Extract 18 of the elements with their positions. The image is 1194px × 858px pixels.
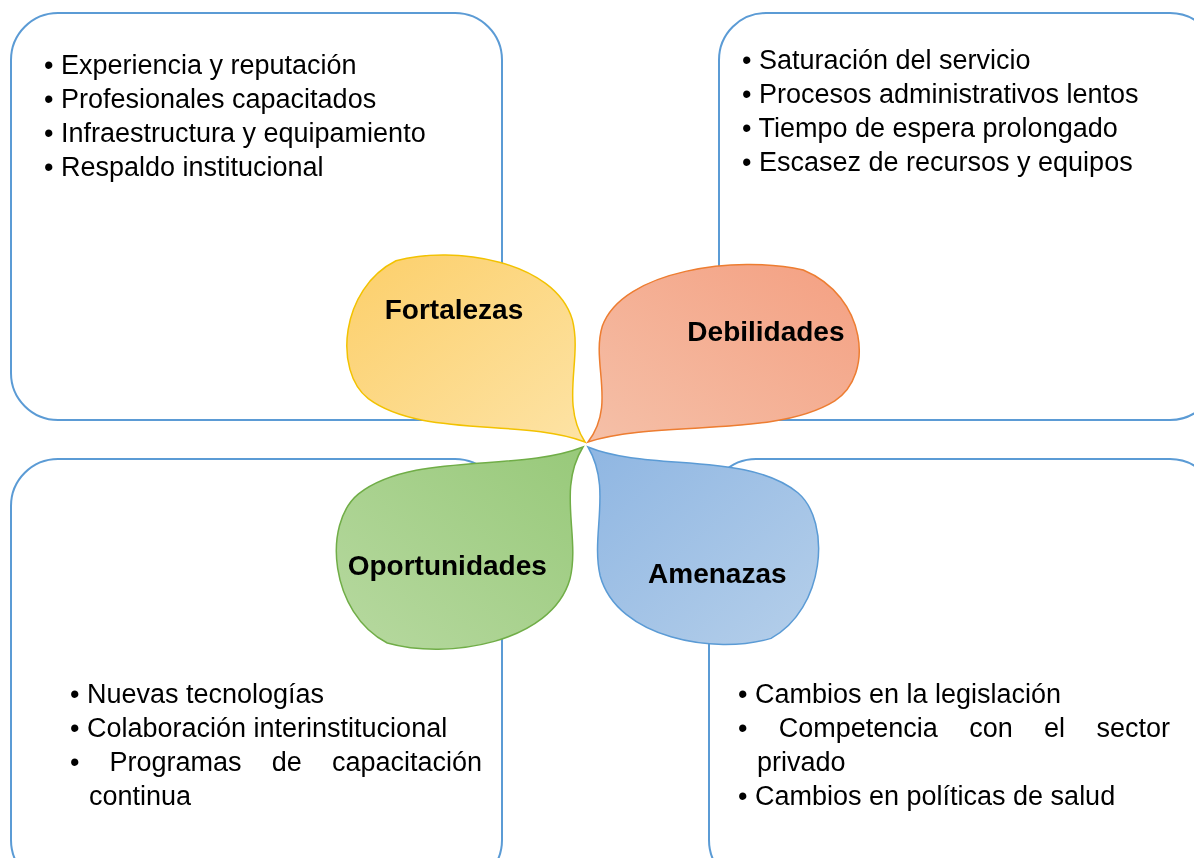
bullet-item: • Experiencia y reputación (44, 49, 358, 82)
bullet-item: • Tiempo de espera prolongado (742, 112, 1119, 145)
bullet-item: • Colaboración interinstitucional (70, 712, 449, 745)
petal-label: Amenazas (648, 557, 787, 590)
petal-label: Oportunidades (347, 550, 547, 583)
bullet-item: • Cambios en políticas de salud (738, 780, 1117, 813)
petal-label: Fortalezas (384, 294, 524, 326)
bullet-item: • Profesionales capacitados (44, 83, 378, 116)
bullet-item: • Infraestructura y equipamiento (44, 117, 427, 150)
bullet-item: • Cambios en la legislación (738, 678, 1063, 711)
bullet-item: • Saturación del servicio (742, 44, 1032, 77)
bullet-item: • Programas de capacitación continua (70, 746, 482, 813)
bullet-item: • Competencia con el sector privado (738, 712, 1170, 779)
bullet-item: • Escasez de recursos y equipos (742, 146, 1134, 179)
bullet-item: • Respaldo institucional (44, 151, 325, 184)
petal-label: Debilidades (687, 315, 845, 348)
bullet-item: • Procesos administrativos lentos (742, 78, 1140, 111)
bullet-item: • Nuevas tecnologías (70, 678, 326, 711)
